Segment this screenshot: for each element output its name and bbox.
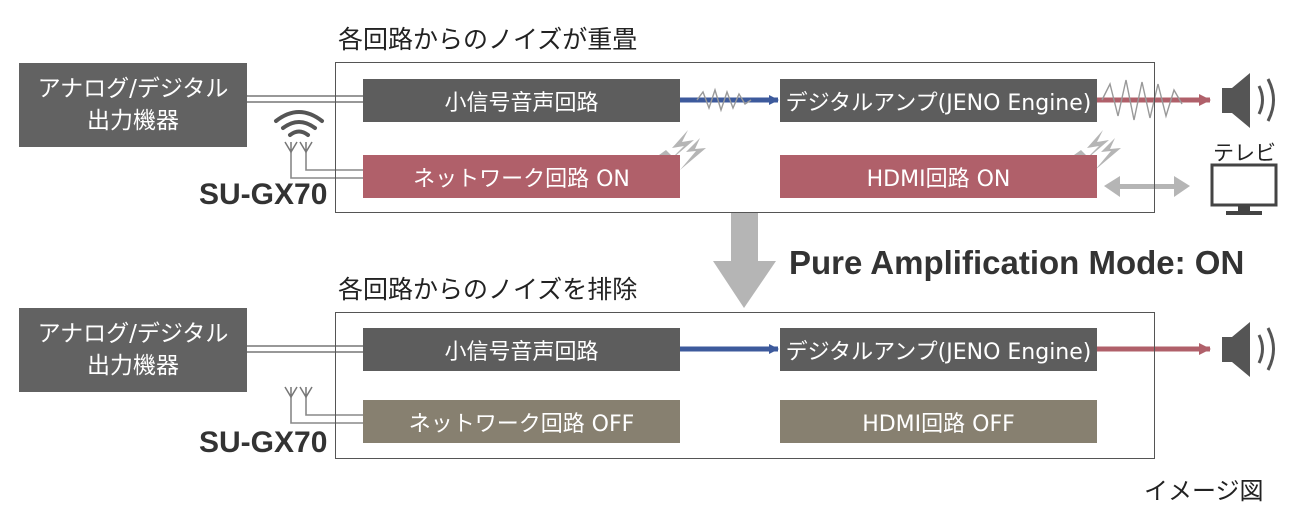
- bottom-hdmi-block: HDMI回路 OFF: [780, 400, 1097, 443]
- wifi-icon: [274, 110, 324, 137]
- top-amplifier-frame: [335, 62, 1155, 213]
- bottom-network-block: ネットワーク回路 OFF: [363, 400, 680, 443]
- antenna-icon: [284, 386, 313, 399]
- top-source-device: アナログ/デジタル 出力機器: [19, 63, 247, 147]
- bottom-source-line1: アナログ/デジタル: [37, 321, 229, 347]
- tv-label: テレビ: [1213, 141, 1276, 165]
- top-source-connection: [247, 95, 363, 103]
- top-hdmi-block: HDMI回路 ON: [780, 155, 1097, 198]
- bottom-small-signal-block: 小信号音声回路: [363, 328, 680, 371]
- top-digital-amp-block: デジタルアンプ(JENO Engine): [780, 79, 1097, 122]
- bottom-source-connection: [247, 345, 363, 353]
- tv-icon: [1210, 163, 1278, 215]
- image-caption: イメージ図: [1144, 477, 1264, 505]
- bidirectional-arrow-icon: [1104, 176, 1190, 197]
- speaker-icon: [1222, 73, 1275, 128]
- top-section-title: 各回路からのノイズが重畳: [338, 25, 638, 54]
- antenna-icon: [284, 141, 313, 154]
- top-noise-zigzag-2: [1101, 79, 1183, 121]
- bottom-digital-amp-block: デジタルアンプ(JENO Engine): [780, 328, 1097, 371]
- bottom-section-title: 各回路からのノイズを排除: [338, 275, 638, 304]
- speaker-icon: [1222, 322, 1275, 377]
- top-network-block: ネットワーク回路 ON: [363, 155, 680, 198]
- top-small-signal-block: 小信号音声回路: [363, 79, 680, 122]
- top-model-label: SU-GX70: [199, 178, 328, 211]
- bottom-antenna-connection: [290, 397, 363, 424]
- bottom-model-label: SU-GX70: [199, 426, 328, 459]
- bottom-source-device: アナログ/デジタル 出力機器: [19, 308, 247, 392]
- bottom-source-line2: 出力機器: [87, 353, 179, 379]
- top-noise-zigzag-1: [696, 87, 752, 113]
- top-antenna-connection: [290, 152, 363, 179]
- down-arrow-icon: [713, 213, 776, 308]
- top-source-line1: アナログ/デジタル: [37, 76, 229, 102]
- bottom-amplifier-frame: [335, 312, 1155, 459]
- pure-amplification-mode-label: Pure Amplification Mode: ON: [789, 244, 1245, 281]
- top-source-line2: 出力機器: [87, 108, 179, 134]
